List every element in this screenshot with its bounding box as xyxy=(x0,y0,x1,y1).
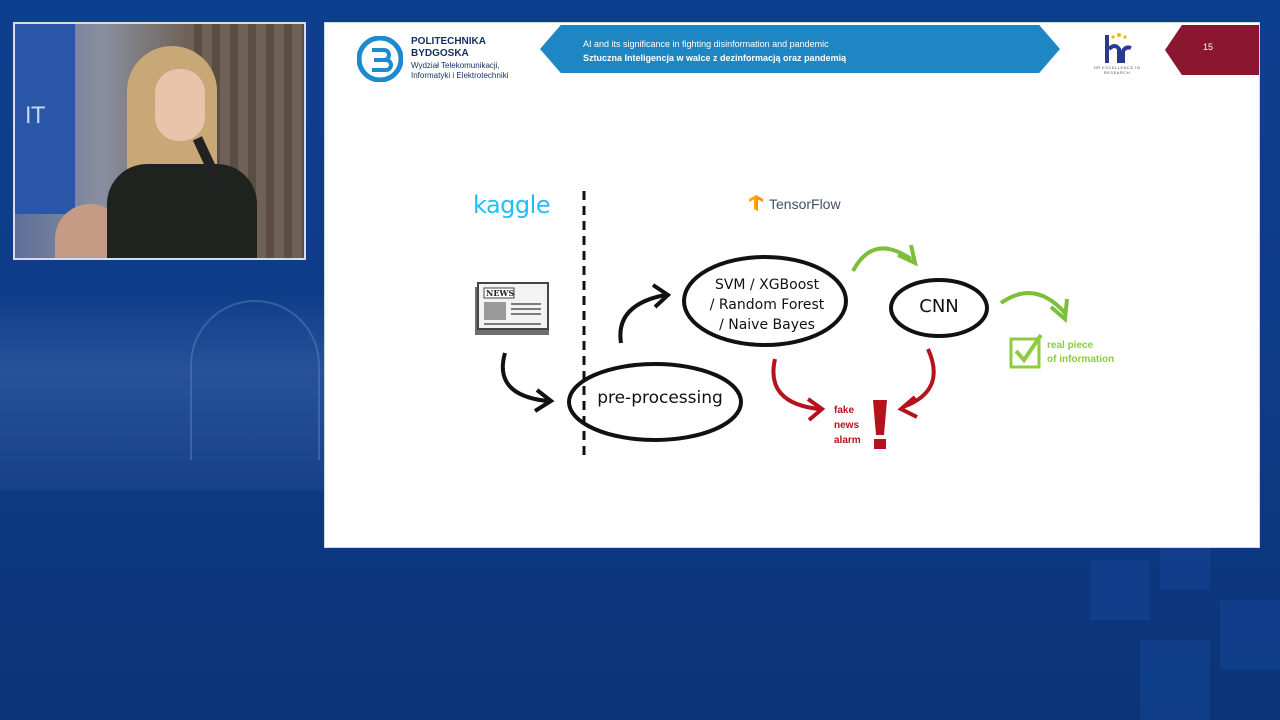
background-squares xyxy=(1080,540,1280,720)
cnn-node xyxy=(889,278,989,338)
page-number: 15 xyxy=(1203,42,1214,52)
arrow-models-to-fake xyxy=(771,358,820,411)
fake-news-alarm-label: fake news alarm xyxy=(834,405,861,446)
presenter-video: IT xyxy=(13,22,306,260)
models-label: SVM / XGBoost / Random Forest / Naive Ba… xyxy=(709,277,825,333)
title-banner xyxy=(540,25,1060,73)
kaggle-label: kaggle xyxy=(473,191,551,219)
arrow-cnn-to-real xyxy=(999,291,1067,315)
svg-text:NEWS: NEWS xyxy=(486,288,514,298)
models-node xyxy=(682,255,848,347)
presenter-body xyxy=(107,164,257,258)
tensorflow-label: TensorFlow xyxy=(769,196,841,212)
newspaper-icon: NEWS xyxy=(475,282,549,335)
university-logo xyxy=(357,36,403,82)
background-arch-shape xyxy=(190,300,320,460)
presentation-slide: POLITECHNIKA BYDGOSKA Wydział Telekomuni… xyxy=(324,22,1260,548)
arrow-cnn-to-fake xyxy=(902,348,936,409)
presenter-face xyxy=(155,69,205,141)
cnn-label: CNN xyxy=(919,296,959,317)
banner-title-pl: Sztuczna Inteligencja w walce z dezinfor… xyxy=(583,53,847,63)
preprocessing-label: pre-processing xyxy=(597,388,723,408)
tensorflow-icon xyxy=(749,195,763,211)
pipeline-diagram: NEWS xyxy=(475,191,1069,459)
arrow-news-to-preprocessing xyxy=(500,352,548,403)
exclamation-icon xyxy=(873,400,887,449)
checkbox-check-icon xyxy=(1009,333,1043,369)
projection-screen xyxy=(15,24,75,214)
banner-title-en: AI and its significance in fighting disi… xyxy=(583,39,829,49)
real-information-label: real piece of information xyxy=(1047,340,1115,365)
university-name: POLITECHNIKA BYDGOSKA xyxy=(411,36,486,59)
arrow-preprocessing-to-models xyxy=(618,293,666,344)
preprocessing-node xyxy=(567,362,743,442)
page-number-tab xyxy=(1165,25,1259,75)
hr-logo-subtext: HR EXCELLENCE IN RESEARCH xyxy=(1093,65,1141,75)
screen-glyphs: IT xyxy=(25,104,45,129)
hr-logo xyxy=(1105,33,1132,63)
arrow-models-to-cnn xyxy=(851,246,913,272)
university-department: Wydział Telekomunikacji, Informatyki i E… xyxy=(411,61,509,80)
